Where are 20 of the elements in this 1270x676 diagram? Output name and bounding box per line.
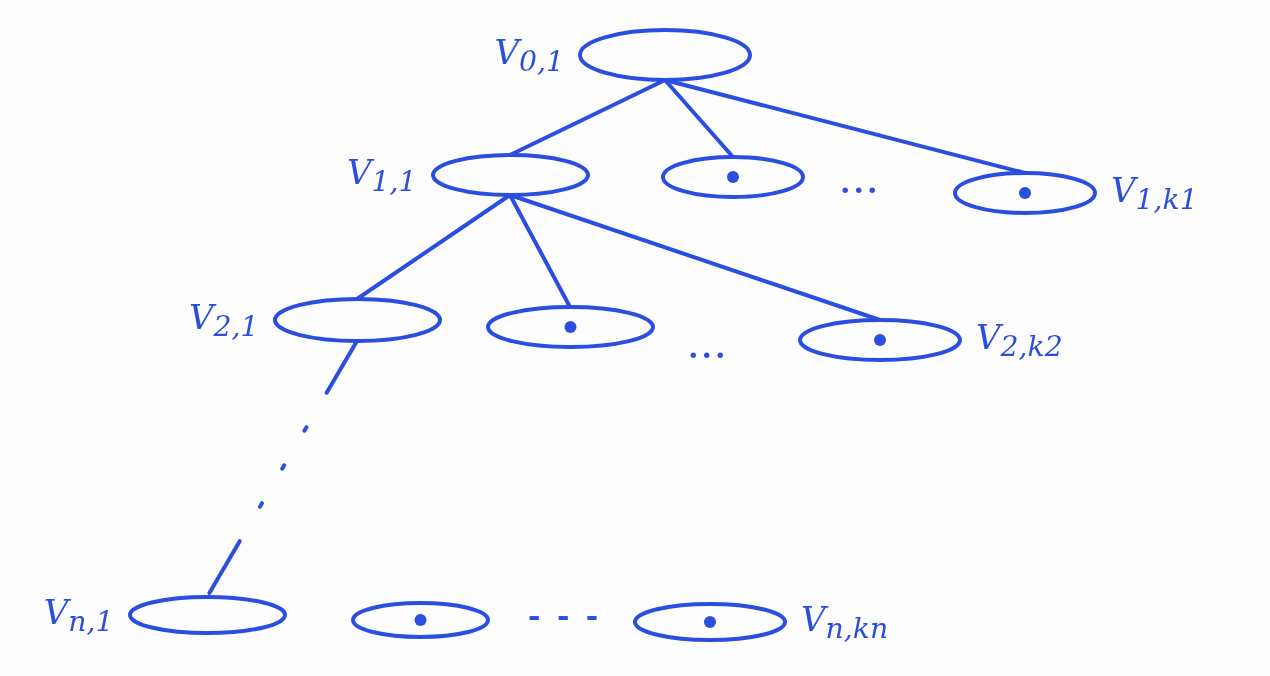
node-label: V$_{2,k2}$ [976,316,1063,364]
ellipse-node [798,318,962,362]
node-label: V$_{1,1}$ [346,151,417,199]
ellipse-node [485,305,655,349]
ellipse-node [953,171,1097,215]
node-label: V$_{n,kn}$ [801,598,889,646]
ellipse-node [661,155,805,199]
node-label: V$_{0,1}$ [494,31,564,79]
node-label: V$_{n,1}$ [43,591,114,639]
node-label: V$_{1,k1}$ [1111,169,1198,217]
ellipse-node [127,595,287,635]
ellipse-node [578,28,752,82]
ellipse-node [633,602,787,642]
ellipse-node [272,297,442,343]
ellipsis-label: ... [688,330,729,365]
ellipse-node [350,601,490,639]
ellipsis-label: ... [840,165,881,200]
node-label: V$_{2,1}$ [188,296,259,344]
ellipse-node [430,153,590,197]
ellipsis-label: - - - [528,598,602,633]
